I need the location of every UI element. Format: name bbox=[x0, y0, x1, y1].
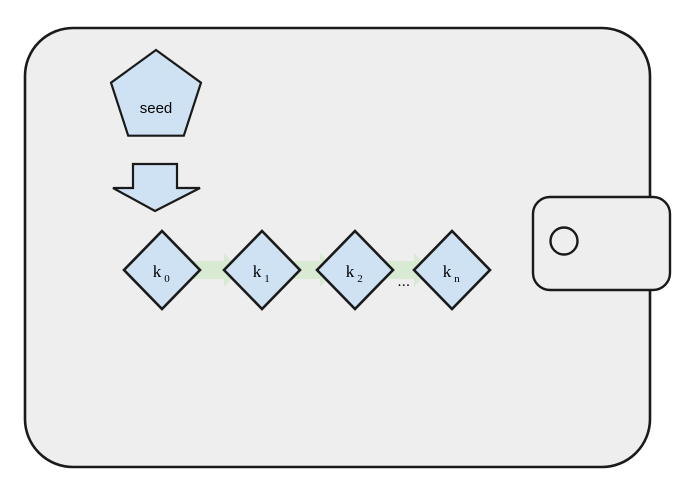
chain-node-k2[interactable]: k 2 bbox=[315, 229, 395, 311]
chain-node-subscript: 0 bbox=[164, 273, 170, 285]
chain-node-diamond bbox=[222, 229, 302, 311]
seed-node[interactable] bbox=[109, 48, 203, 137]
chain-node-label: k bbox=[443, 262, 452, 281]
chain-node-k0[interactable]: k 0 bbox=[122, 229, 202, 311]
chain-node-diamond bbox=[315, 229, 395, 311]
chain-node-label: k bbox=[346, 262, 355, 281]
chain-node-diamond bbox=[412, 229, 492, 311]
chain-node-label: k bbox=[153, 262, 162, 281]
chain-node-label: k bbox=[253, 262, 262, 281]
chain-ellipsis-label: ... bbox=[398, 274, 411, 290]
side-port-module[interactable] bbox=[531, 195, 672, 292]
chain-node-kn[interactable]: k n bbox=[412, 229, 492, 311]
connector-k0-k1-icon bbox=[192, 253, 240, 287]
seed-label: seed bbox=[140, 100, 173, 117]
chain-node-subscript: 1 bbox=[264, 273, 270, 285]
chain-node-diamond bbox=[122, 229, 202, 311]
side-port-module-body bbox=[531, 195, 672, 292]
chain-node-subscript: n bbox=[454, 273, 460, 285]
port-hole-icon bbox=[549, 226, 579, 256]
key-chain: k 0 k 1 k 2 k n bbox=[122, 229, 492, 311]
seed-to-chain-arrow-icon bbox=[112, 162, 201, 213]
connector-k2-kn-icon bbox=[383, 253, 430, 287]
chain-node-subscript: 2 bbox=[357, 273, 363, 285]
chain-node-k1[interactable]: k 1 bbox=[222, 229, 302, 311]
